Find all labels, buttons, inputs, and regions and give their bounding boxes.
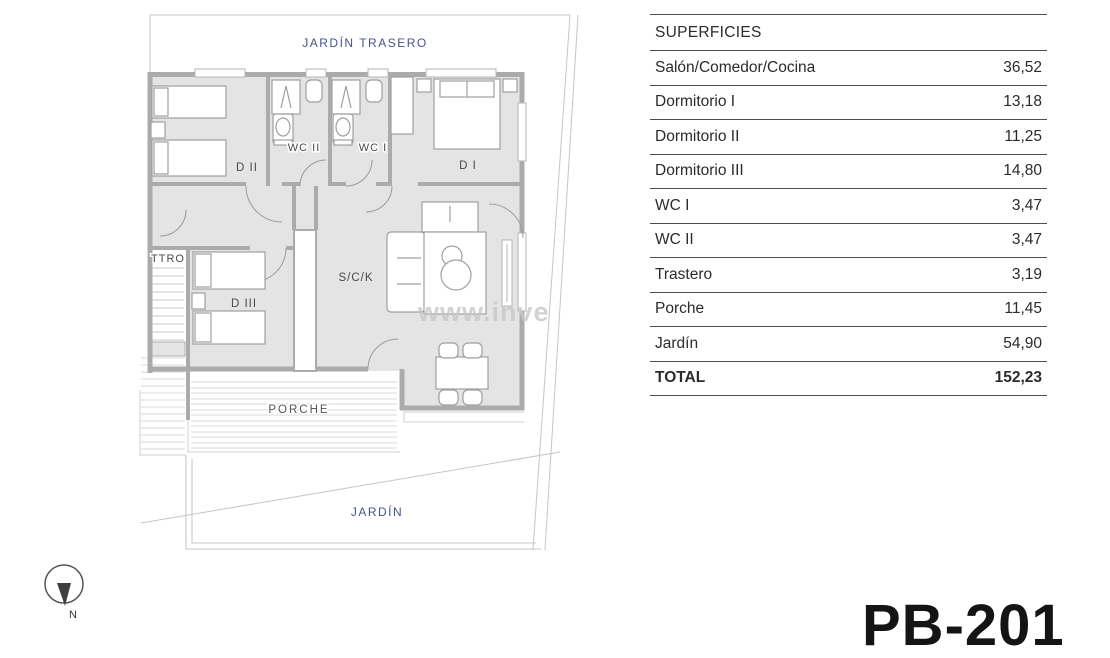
shower bbox=[271, 79, 301, 115]
table-row: WC I 3,47 bbox=[650, 189, 1047, 224]
room-label-d2: D II bbox=[236, 162, 258, 174]
nightstand bbox=[191, 292, 206, 310]
chair bbox=[462, 342, 483, 359]
dining-table bbox=[435, 356, 489, 390]
bedroom1-furniture bbox=[390, 76, 518, 150]
row-label: Trastero bbox=[655, 265, 713, 283]
north-arrow-icon bbox=[57, 583, 71, 606]
sink bbox=[365, 79, 383, 103]
table-row: Dormitorio I 13,18 bbox=[650, 86, 1047, 120]
floorplan-sheet: JARDÍN TRASERO D II WC II WC I D I TTRO … bbox=[44, 14, 1064, 655]
surfaces-table: SUPERFICIES Salón/Comedor/Cocina 36,52 D… bbox=[650, 14, 1047, 396]
room-label-sck: S/C/K bbox=[338, 272, 373, 284]
room-label-wc1: WC I bbox=[359, 142, 387, 154]
total-value: 152,23 bbox=[994, 369, 1042, 387]
table-row: Dormitorio III 14,80 bbox=[650, 155, 1047, 189]
plan-code: PB-201 bbox=[862, 593, 1065, 658]
windows bbox=[194, 68, 527, 312]
coffee-table bbox=[440, 259, 472, 291]
wc1-furniture bbox=[331, 79, 383, 146]
row-value: 36,52 bbox=[1003, 58, 1042, 76]
row-value: 14,80 bbox=[1003, 162, 1042, 180]
table-row: Porche 11,45 bbox=[650, 293, 1047, 327]
compass-north-label: N bbox=[69, 609, 77, 621]
table-row: WC II 3,47 bbox=[650, 224, 1047, 258]
watermark: www.inve bbox=[417, 297, 550, 327]
bedroom2-furniture bbox=[150, 85, 227, 177]
plot-boundary bbox=[139, 14, 579, 551]
interior-walls bbox=[150, 74, 524, 250]
table-row: Salón/Comedor/Cocina 36,52 bbox=[650, 51, 1047, 86]
surfaces-title: SUPERFICIES bbox=[650, 15, 1047, 51]
chair bbox=[462, 389, 483, 406]
row-label: Jardín bbox=[655, 334, 699, 352]
wardrobe bbox=[390, 76, 414, 135]
row-label: Salón/Comedor/Cocina bbox=[655, 58, 816, 76]
living-furniture bbox=[386, 201, 489, 406]
row-value: 3,47 bbox=[1011, 231, 1042, 249]
table-row: Dormitorio II 11,25 bbox=[650, 120, 1047, 155]
chair bbox=[438, 342, 459, 359]
row-label: Dormitorio II bbox=[655, 127, 740, 145]
row-label: WC II bbox=[655, 231, 694, 249]
nightstand bbox=[150, 121, 166, 139]
wc2-furniture bbox=[271, 79, 323, 146]
row-value: 54,90 bbox=[1003, 334, 1042, 352]
table-total-row: TOTAL 152,23 bbox=[650, 362, 1047, 396]
row-label: WC I bbox=[655, 196, 690, 214]
room-label-d1: D I bbox=[459, 160, 477, 172]
nightstand bbox=[502, 78, 518, 93]
table-row: Jardín 54,90 bbox=[650, 327, 1047, 362]
room-label-d3: D III bbox=[231, 298, 257, 310]
sink bbox=[305, 79, 323, 103]
row-label: Dormitorio I bbox=[655, 93, 736, 111]
total-label: TOTAL bbox=[655, 369, 706, 387]
porch-label: PORCHE bbox=[268, 404, 329, 416]
row-value: 3,19 bbox=[1011, 265, 1042, 283]
floor-plan: JARDÍN TRASERO D II WC II WC I D I TTRO … bbox=[44, 14, 579, 621]
side-steps-hatch bbox=[141, 357, 185, 450]
row-value: 11,25 bbox=[1004, 127, 1042, 145]
room-label-wc2: WC II bbox=[288, 142, 321, 154]
row-label: Dormitorio III bbox=[655, 162, 744, 180]
row-value: 3,47 bbox=[1011, 196, 1042, 214]
garden-label: JARDÍN bbox=[351, 504, 403, 519]
porch-area bbox=[187, 373, 524, 453]
room-label-ttro: TTRO bbox=[151, 253, 185, 265]
table-row: Trastero 3,19 bbox=[650, 258, 1047, 293]
bedroom3-furniture bbox=[191, 251, 266, 345]
trastero-area bbox=[150, 250, 186, 372]
chair bbox=[438, 389, 459, 406]
compass-icon: N bbox=[44, 564, 84, 621]
row-value: 11,45 bbox=[1004, 300, 1042, 318]
row-value: 13,18 bbox=[1003, 93, 1042, 111]
shower bbox=[331, 79, 361, 115]
row-label: Porche bbox=[655, 300, 705, 318]
hall-wardrobe bbox=[293, 229, 317, 372]
garden-back-label: JARDÍN TRASERO bbox=[302, 35, 427, 50]
nightstand bbox=[416, 78, 432, 93]
door-arcs bbox=[159, 159, 524, 370]
